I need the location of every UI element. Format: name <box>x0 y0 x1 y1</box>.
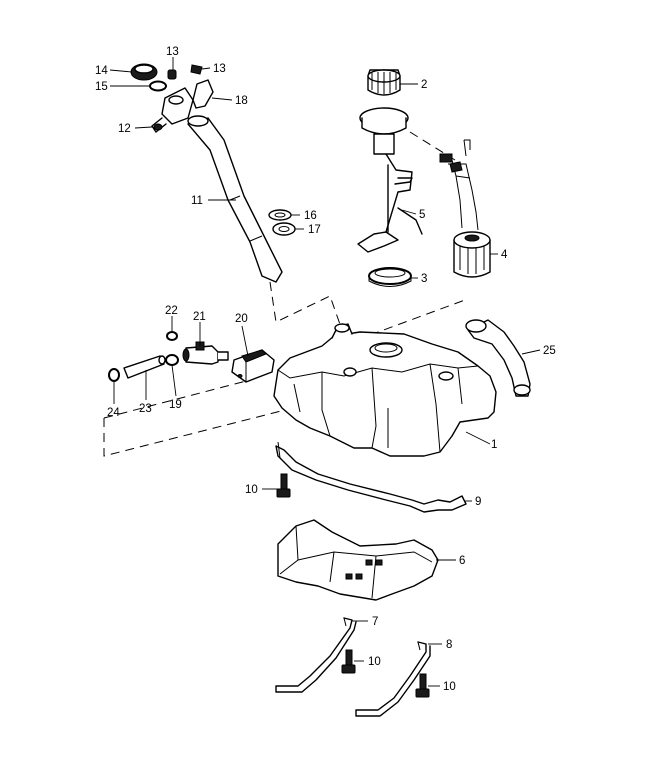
support-bracket-7 <box>275 617 357 693</box>
support-bracket-8 <box>355 641 431 717</box>
callout-10-middle: 10 <box>368 656 381 668</box>
fuel-filler-cap <box>130 63 158 81</box>
callout-2: 2 <box>421 79 427 91</box>
callout-13-left: 13 <box>166 46 179 58</box>
vent-hose-23 <box>123 355 166 379</box>
callout-18: 18 <box>235 95 248 107</box>
bolt-10-middle <box>341 649 356 674</box>
callout-20: 20 <box>235 313 248 325</box>
callout-11: 11 <box>191 195 203 207</box>
callout-5: 5 <box>419 209 425 221</box>
check-valve <box>182 341 229 365</box>
valve-mounting-block <box>231 349 275 383</box>
bolt-10-lower <box>415 673 430 698</box>
screw-13-right <box>190 64 203 75</box>
lock-ring <box>367 69 401 96</box>
grommet-17 <box>272 222 296 236</box>
callout-3: 3 <box>421 273 427 285</box>
callout-1: 1 <box>491 439 497 451</box>
hose-clamp-22 <box>166 331 178 341</box>
callout-12: 12 <box>118 123 131 135</box>
callout-10-upper: 10 <box>245 484 258 496</box>
filler-neck-housing <box>151 87 194 133</box>
leader-lines <box>109 57 541 687</box>
hose-clamp-24 <box>108 368 120 382</box>
callout-23: 23 <box>139 403 152 415</box>
fuel-level-sender <box>357 107 423 253</box>
callout-22: 22 <box>165 305 178 317</box>
callout-21: 21 <box>193 311 206 323</box>
callout-19: 19 <box>169 399 182 411</box>
callout-7: 7 <box>372 616 378 628</box>
cap-seal-ring <box>149 80 167 92</box>
callout-13-right: 13 <box>213 63 226 75</box>
fuel-pump-module <box>439 139 491 278</box>
callout-6: 6 <box>459 555 465 567</box>
callout-17: 17 <box>308 224 321 236</box>
callout-25: 25 <box>543 345 556 357</box>
heat-shield <box>277 519 439 601</box>
callout-16: 16 <box>304 210 317 222</box>
callout-15: 15 <box>95 81 108 93</box>
vent-hose <box>465 319 531 397</box>
callout-24: 24 <box>107 407 120 419</box>
hose-clamp-19 <box>165 354 179 366</box>
callout-9: 9 <box>475 496 481 508</box>
bolt-10-upper <box>276 473 291 498</box>
fuel-tank <box>273 323 497 457</box>
mounting-bracket <box>192 79 214 109</box>
screw-13-left <box>167 69 177 80</box>
tank-strap <box>275 441 467 513</box>
callout-14: 14 <box>95 65 108 77</box>
callout-10-lower: 10 <box>443 681 456 693</box>
sender-seal-ring <box>368 267 412 287</box>
callout-8: 8 <box>446 639 452 651</box>
callout-labels: 1 2 3 4 5 6 7 8 9 10 10 10 11 12 13 13 1… <box>95 46 556 693</box>
callout-4: 4 <box>501 249 508 261</box>
grommet-16 <box>268 209 292 221</box>
